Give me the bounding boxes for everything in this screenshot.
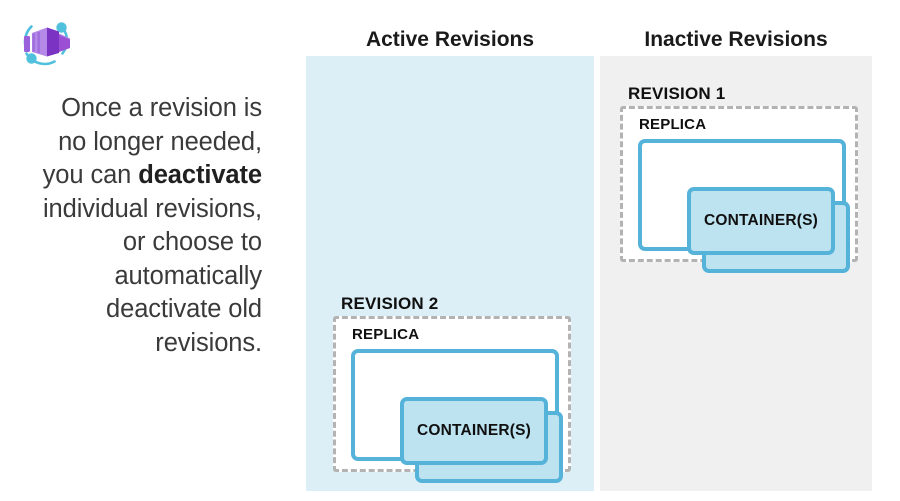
description-line-6: automatically (114, 261, 262, 290)
revision-2-replica-label: REPLICA (352, 326, 420, 343)
revision-1-container-label: CONTAINER(S) (703, 212, 819, 229)
description-line-7: deactivate old (106, 295, 262, 323)
revision-2-container-label: CONTAINER(S) (416, 422, 532, 439)
inactive-revisions-heading: Inactive Revisions (644, 28, 828, 51)
revision-2-container-front: CONTAINER(S) (400, 397, 548, 465)
description-text: Once a revision is no longer needed, you… (0, 92, 262, 360)
revision-2-label: REVISION 2 (341, 294, 439, 313)
description-line-4: individual revisions, (42, 194, 262, 223)
active-revisions-heading: Active Revisions (365, 28, 535, 51)
revision-2-box: REPLICA CONTAINER(S) (333, 316, 571, 483)
revision-1-container-front: CONTAINER(S) (687, 187, 835, 255)
revision-1-label: REVISION 1 (628, 84, 726, 103)
revision-1-replica-box: CONTAINER(S) (638, 139, 850, 273)
description-line-8: revisions. (155, 328, 262, 357)
description-line-2: no longer needed, (58, 127, 262, 156)
revision-2-replica-box: CONTAINER(S) (351, 349, 563, 483)
description-line-1: Once a revision is (61, 94, 262, 122)
description-line-3-prefix: you can (42, 161, 139, 189)
description-emphasis: deactivate (138, 161, 262, 189)
azure-container-apps-icon (14, 13, 74, 71)
revision-1-replica-label: REPLICA (639, 116, 707, 133)
description-line-5: or choose to (122, 228, 262, 256)
revision-1-box: REPLICA CONTAINER(S) (620, 106, 858, 273)
